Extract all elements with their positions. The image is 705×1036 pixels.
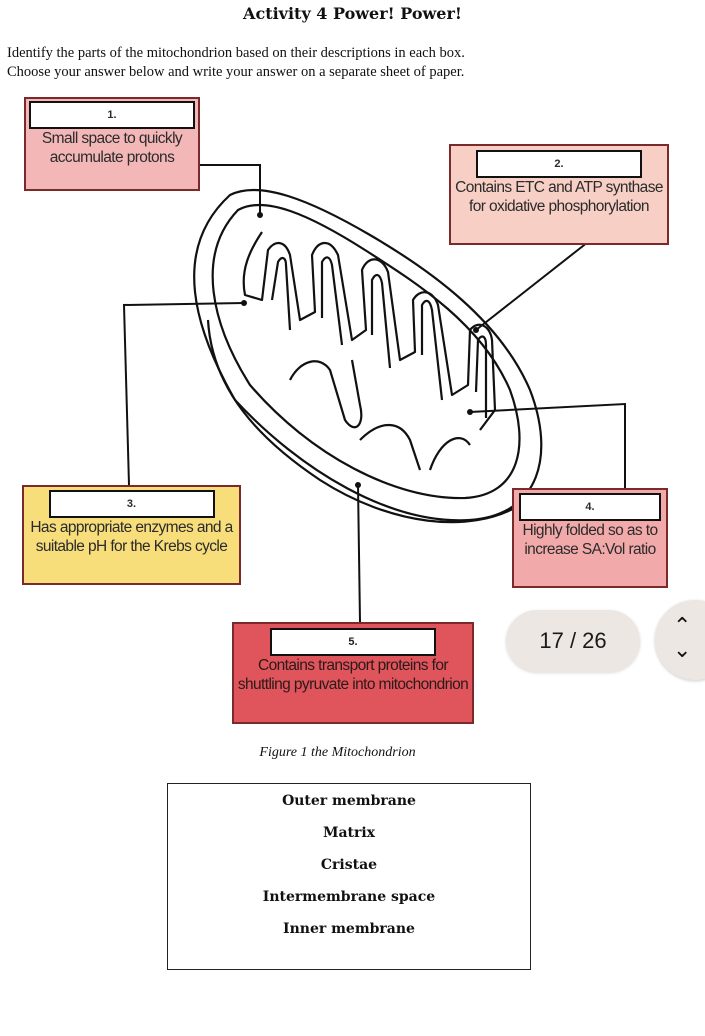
instruction-line-2: Choose your answer below and write your … (7, 64, 465, 80)
cristae-folds-inner (270, 256, 488, 418)
box-1-line-1: Small space to quickly (41, 130, 183, 147)
description-box-4: 4. Highly folded so as to increase SA:Vo… (512, 488, 668, 588)
box-5-line-1: Contains transport proteins for (258, 657, 449, 674)
page-nav-button[interactable]: ⌃ ⌄ (655, 600, 705, 680)
answer-choices-box: Outer membrane Matrix Cristae Intermembr… (167, 783, 531, 970)
pointer-line-1 (196, 164, 261, 215)
box-4-line-2: increase SA:Vol ratio (524, 541, 656, 558)
figure-caption: Figure 1 the Mitochondrion (259, 745, 416, 760)
cristae-folds (242, 231, 497, 431)
pointer-dot-3 (241, 300, 247, 306)
box-2-line-1: Contains ETC and ATP synthase (455, 179, 663, 196)
answer-choice: Matrix (322, 825, 376, 841)
box-2-line-2: for oxidative phosphorylation (469, 198, 650, 215)
description-box-2: 2. Contains ETC and ATP synthase for oxi… (449, 144, 669, 245)
chevron-up-icon[interactable]: ⌃ (673, 614, 692, 639)
box-5-line-2: shuttling pyruvate into mitochondrion (237, 676, 469, 693)
pointer-line-3 (122, 302, 245, 486)
answer-choice: Outer membrane (282, 793, 416, 809)
activity-title: Activity 4 Power! Power! (243, 4, 462, 23)
chevron-down-icon[interactable]: ⌄ (673, 638, 692, 663)
pointer-dot-2 (473, 327, 479, 333)
box-4-line-1: Highly folded so as to (522, 522, 659, 539)
description-box-3: 3. Has appropriate enzymes and a suitabl… (22, 485, 241, 585)
page-indicator[interactable]: 17 / 26 (506, 610, 640, 672)
answer-choice: Cristae (320, 857, 378, 873)
box-1-line-2: accumulate protons (49, 149, 175, 166)
pointer-dot-4 (467, 409, 473, 415)
answer-slot-3: 3. (48, 490, 215, 518)
box-3-line-2: suitable pH for the Krebs cycle (35, 538, 228, 555)
pointer-line-2 (475, 241, 589, 331)
answer-choice: Intermembrane space (262, 889, 436, 905)
instructions: Identify the parts of the mitochondrion … (7, 44, 697, 82)
answer-slot-5: 5. (270, 628, 436, 656)
description-box-5: 5. Contains transport proteins for shutt… (232, 622, 474, 724)
answer-choice: Inner membrane (283, 921, 415, 937)
outer-shell-bottom (206, 319, 521, 524)
inner-membrane-shape (211, 203, 521, 500)
answer-slot-1: 1. (29, 101, 195, 129)
answer-slot-2: 2. (476, 150, 642, 178)
description-box-1: 1. Small space to quickly accumulate pro… (24, 97, 200, 191)
pointer-dot-5 (355, 482, 361, 488)
instruction-line-1: Identify the parts of the mitochondrion … (7, 45, 465, 61)
pointer-line-5 (357, 484, 361, 623)
box-3-line-1: Has appropriate enzymes and a (30, 519, 233, 536)
pointer-line-4 (469, 402, 626, 488)
cristae-lower (289, 359, 471, 471)
answer-slot-4: 4. (519, 493, 661, 521)
pointer-dot-1 (257, 212, 263, 218)
